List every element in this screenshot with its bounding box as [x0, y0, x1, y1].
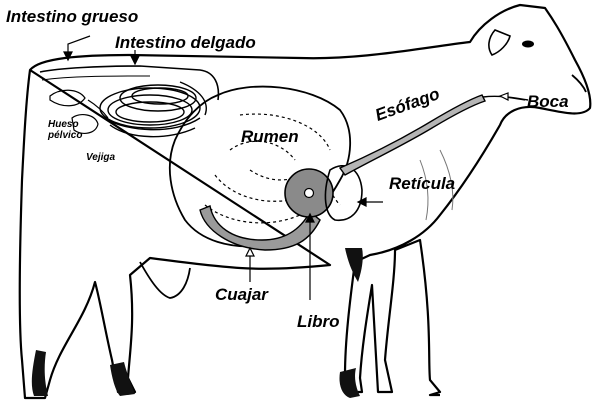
neck-folds	[419, 149, 454, 221]
bladder	[71, 114, 99, 134]
label-cuajar: Cuajar	[215, 285, 268, 304]
rear-hoof-patch	[110, 362, 135, 396]
large-intestine-inner	[41, 75, 151, 81]
label-libro: Libro	[297, 312, 340, 331]
esophagus	[338, 94, 486, 176]
label-intestino-delgado: Intestino delgado	[115, 33, 256, 52]
pelvic-bone	[49, 89, 86, 107]
label-reticula: Retícula	[389, 174, 456, 193]
rear-leg-patch	[31, 350, 48, 396]
abomasum	[199, 205, 321, 251]
label-vejiga: Vejiga	[86, 152, 116, 163]
pelvic-link	[87, 99, 109, 119]
cow-eye	[522, 40, 534, 48]
label-boca: Boca	[527, 92, 569, 111]
front-hoof-patch	[339, 368, 360, 398]
cow-nostril	[571, 74, 587, 93]
label-rumen: Rumen	[241, 127, 299, 146]
large-intestine	[39, 65, 220, 101]
label-hueso-pelvico-line2: pélvico	[48, 130, 83, 141]
label-intestino-grueso: Intestino grueso	[6, 7, 139, 26]
label-pointers	[63, 35, 526, 300]
label-hueso-pelvico-line1: Hueso	[48, 119, 79, 130]
omasum-opening	[303, 187, 315, 199]
front-leg-patch	[345, 248, 363, 282]
udder	[139, 261, 191, 299]
cow-ear	[488, 29, 511, 56]
small-intestine-coils	[99, 81, 207, 138]
